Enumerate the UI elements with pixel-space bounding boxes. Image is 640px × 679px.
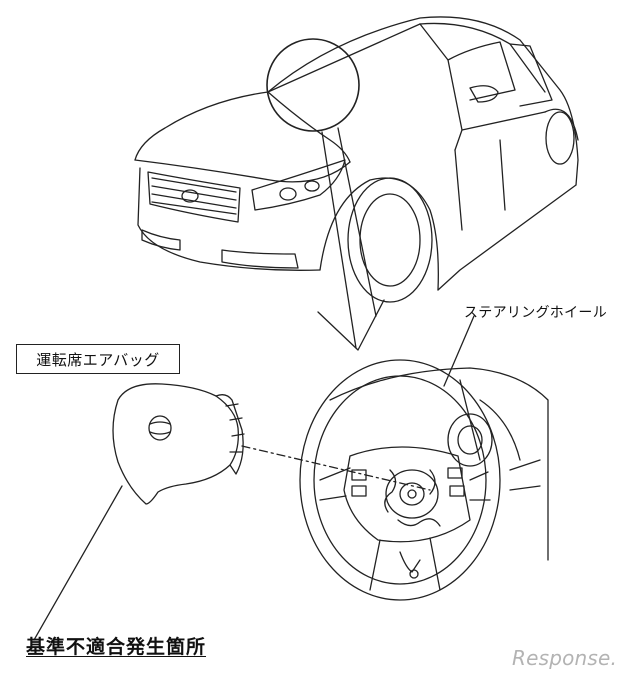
defect-location-label: 基準不適合発生箇所 bbox=[26, 636, 207, 658]
driver-airbag-label: 運転席エアバッグ bbox=[36, 350, 160, 369]
driver-airbag-label-box: 運転席エアバッグ bbox=[16, 344, 180, 374]
steering-wheel-label: ステアリングホイール bbox=[464, 305, 607, 321]
response-watermark: Response. bbox=[512, 646, 618, 670]
car-illustration bbox=[134, 16, 579, 351]
airbag-module-illustration bbox=[33, 383, 431, 641]
steering-wheel-illustration bbox=[299, 315, 549, 601]
